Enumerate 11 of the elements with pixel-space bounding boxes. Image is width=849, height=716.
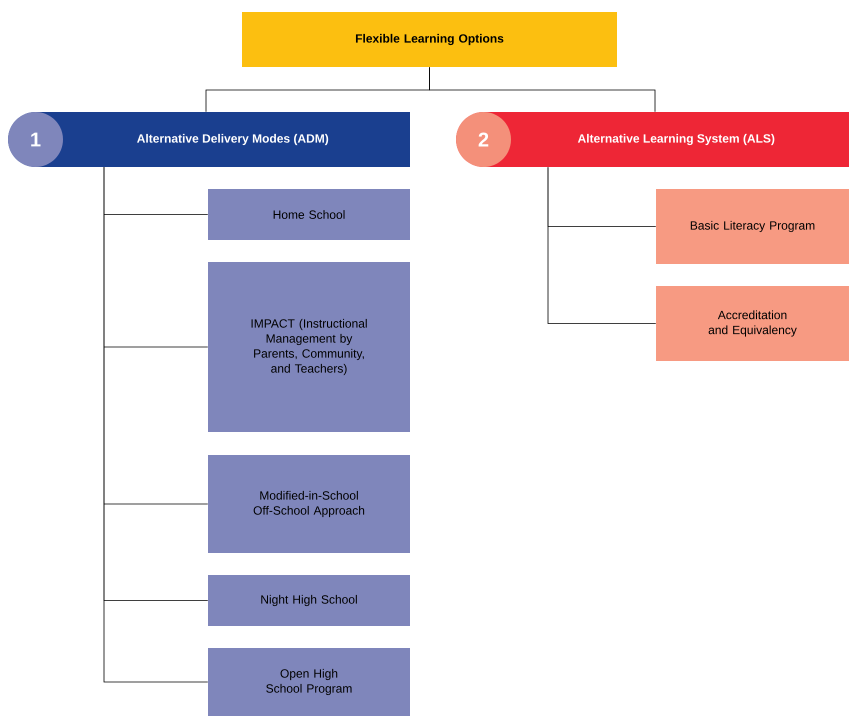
connector-line [548,166,656,324]
option-box: Home School [208,189,410,240]
connector-line [429,66,656,112]
option-box: Open High School Program [208,648,410,716]
option-box: Accreditation and Equivalency [656,286,849,361]
option-box: Night High School [208,575,410,626]
option-box: Basic Literacy Program [656,189,849,264]
option-box: Modified-in-School Off-School Approach [208,455,410,553]
title-box: Flexible Learning Options [242,12,617,67]
connector-line [104,166,208,682]
option-box: IMPACT (Instructional Management by Parents, Community, and Teachers) [208,262,410,432]
